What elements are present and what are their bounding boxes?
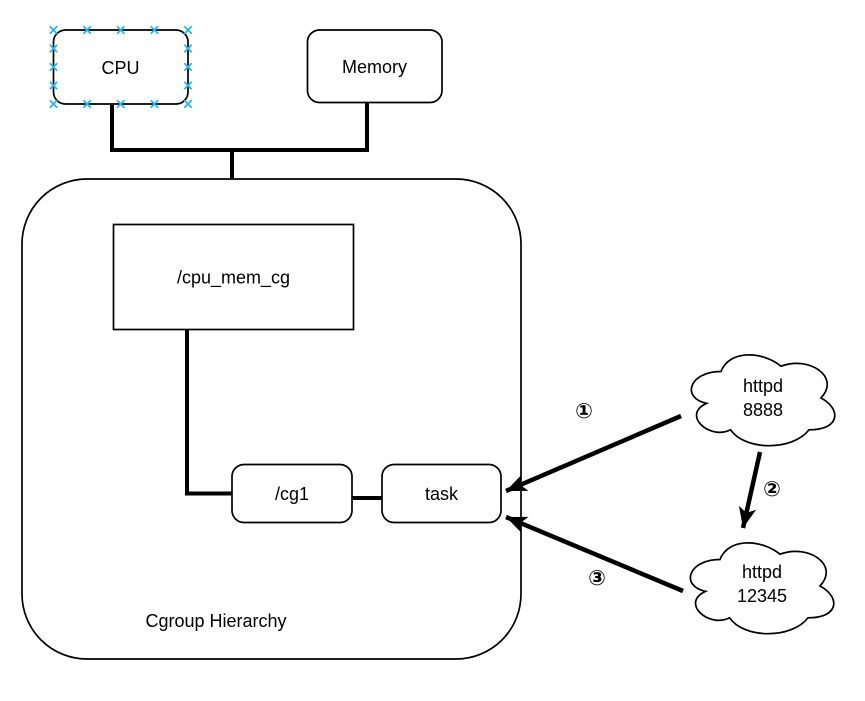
node-cpu-label: CPU xyxy=(101,58,139,78)
edge-cpumemcg-to-cg1[interactable] xyxy=(185,330,232,496)
node-task[interactable] xyxy=(381,463,502,524)
node-memory[interactable] xyxy=(306,29,443,104)
edge-step1-httpd8888-to-task[interactable] xyxy=(505,413,682,494)
connection-point-x-icon xyxy=(183,99,193,109)
httpd-8888-label-line2: 8888 xyxy=(743,400,783,420)
node-cpu-mem-cg-label: /cpu_mem_cg xyxy=(177,268,290,289)
node-cg1-label: /cg1 xyxy=(275,484,309,504)
connection-point-x-icon xyxy=(49,25,58,35)
node-httpd-8888[interactable] xyxy=(690,354,836,447)
edge-cpu-memory-bus[interactable] xyxy=(110,102,369,152)
cloud-icon[interactable] xyxy=(689,542,835,635)
connection-point-x-icon xyxy=(49,99,58,109)
edge-step1-number-label: ① xyxy=(575,399,593,423)
edge-step2-number-label: ② xyxy=(763,477,781,501)
node-cpu-mem-cg[interactable] xyxy=(112,223,355,331)
edge-step3-number-label: ③ xyxy=(588,566,606,590)
node-cg1[interactable] xyxy=(231,463,353,524)
node-task-label: task xyxy=(425,484,459,504)
node-memory-label: Memory xyxy=(342,57,407,77)
cloud-icon[interactable] xyxy=(690,354,836,447)
edge-step3-httpd12345-to-task[interactable] xyxy=(505,514,684,594)
httpd-12345-label-line2: 12345 xyxy=(737,586,787,606)
cgroup-hierarchy-label: Cgroup Hierarchy xyxy=(145,611,286,631)
edge-step2-httpd8888-to-httpd12345[interactable] xyxy=(738,451,763,529)
httpd-8888-label-line1: httpd xyxy=(743,376,783,396)
connection-point-x-icon xyxy=(183,25,193,35)
node-httpd-12345[interactable] xyxy=(689,542,835,635)
httpd-12345-label-line1: httpd xyxy=(742,562,782,582)
